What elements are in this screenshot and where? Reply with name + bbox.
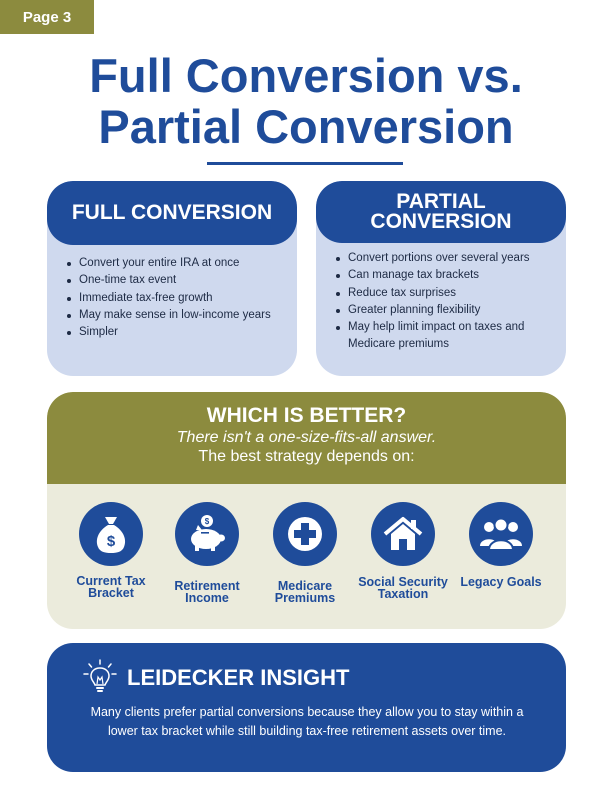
list-item: Reduce tax surprises	[336, 285, 566, 302]
house-icon	[371, 502, 435, 566]
which-is-better-subtitle2: The best strategy depends on:	[198, 448, 415, 465]
money-bag-icon: $	[79, 502, 143, 566]
factor-current-tax-bracket: $ Current Tax Bracket	[66, 502, 156, 599]
factor-retirement-income: $ Retirement Income	[162, 502, 252, 604]
full-conversion-heading: FULL CONVERSION	[47, 181, 297, 245]
full-conversion-list: Convert your entire IRA at once One-time…	[47, 245, 297, 341]
insight-title: LEIDECKER INSIGHT	[127, 665, 350, 690]
factor-label: Retirement Income	[174, 579, 240, 605]
which-is-better-subtitle: There isn't a one-size-fits-all answer.	[176, 429, 437, 446]
list-item: Greater planning flexibility	[336, 302, 566, 319]
list-item: Can manage tax brackets	[336, 267, 566, 284]
list-item: May make sense in low-income years	[67, 307, 297, 324]
insight-body: Many clients prefer partial conversions …	[90, 705, 524, 738]
which-is-better-title: WHICH IS BETTER?	[206, 404, 407, 427]
which-is-better-header: WHICH IS BETTER? There isn't a one-size-…	[47, 392, 566, 484]
title-divider	[207, 162, 403, 165]
list-item: Immediate tax-free growth	[67, 290, 297, 307]
medical-cross-icon	[273, 502, 337, 566]
partial-conversion-heading-line2: CONVERSION	[370, 210, 512, 233]
page-tag: Page 3	[0, 0, 94, 34]
factor-label: Medicare Premiums	[274, 579, 336, 605]
partial-conversion-heading-line1: PARTIAL	[396, 190, 486, 213]
piggy-bank-icon: $	[175, 502, 239, 566]
partial-conversion-heading: PARTIAL CONVERSION	[316, 181, 566, 243]
factor-label: Legacy Goals	[460, 575, 542, 589]
family-icon	[469, 502, 533, 566]
lightbulb-icon	[81, 659, 119, 702]
list-item: One-time tax event	[67, 272, 297, 289]
svg-text:$: $	[205, 517, 210, 526]
factor-label: Current Tax Bracket	[76, 574, 146, 600]
factor-medicare-premiums: Medicare Premiums	[260, 502, 350, 604]
page-title-line2: Partial Conversion	[98, 100, 514, 153]
which-is-better-panel: WHICH IS BETTER? There isn't a one-size-…	[47, 392, 566, 629]
list-item: May help limit impact on taxes and Medic…	[336, 319, 566, 354]
partial-conversion-list: Convert portions over several years Can …	[316, 243, 566, 354]
list-item: Convert your entire IRA at once	[67, 255, 297, 272]
full-conversion-card: FULL CONVERSION Convert your entire IRA …	[47, 181, 297, 376]
insight-panel: LEIDECKER INSIGHT Many clients prefer pa…	[47, 643, 566, 772]
svg-text:$: $	[107, 533, 116, 550]
factor-social-security-taxation: Social Security Taxation	[358, 502, 448, 600]
list-item: Convert portions over several years	[336, 250, 566, 267]
factor-legacy-goals: Legacy Goals	[456, 502, 546, 588]
list-item: Simpler	[67, 324, 297, 341]
factor-label: Social Security Taxation	[358, 575, 448, 601]
partial-conversion-card: PARTIAL CONVERSION Convert portions over…	[316, 181, 566, 376]
page-title-line1: Full Conversion vs.	[89, 49, 523, 102]
page-title: Full Conversion vs. Partial Conversion	[0, 50, 612, 152]
